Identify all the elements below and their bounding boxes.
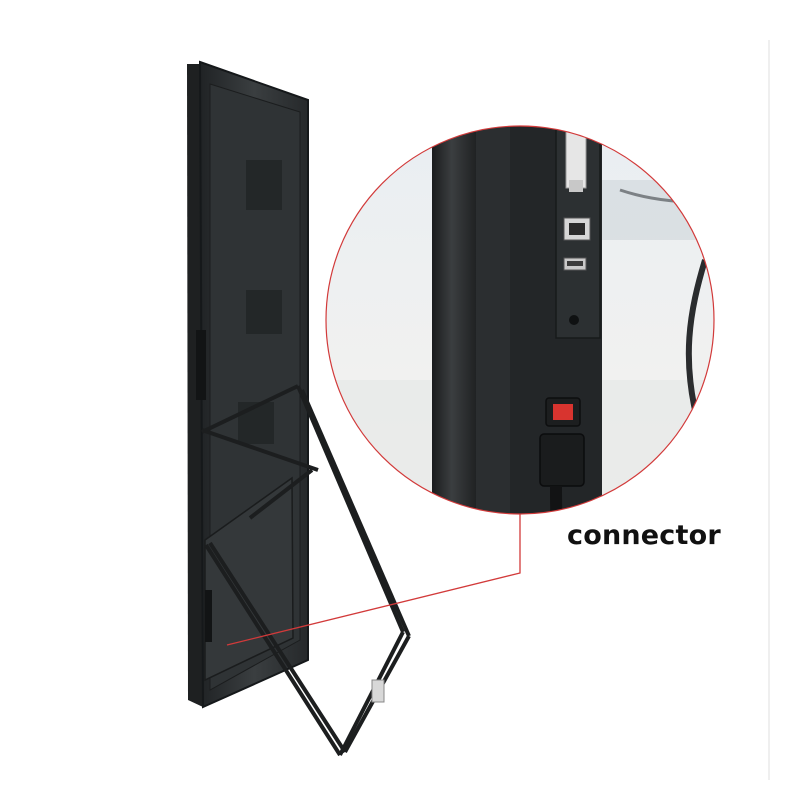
zoom-detail — [325, 125, 715, 515]
stand-frame — [201, 384, 411, 757]
callout-line — [226, 512, 521, 646]
led-poster-panel — [187, 60, 309, 709]
connector-label: connector — [567, 520, 721, 551]
vent-grid — [238, 160, 282, 444]
image-border — [768, 40, 770, 780]
